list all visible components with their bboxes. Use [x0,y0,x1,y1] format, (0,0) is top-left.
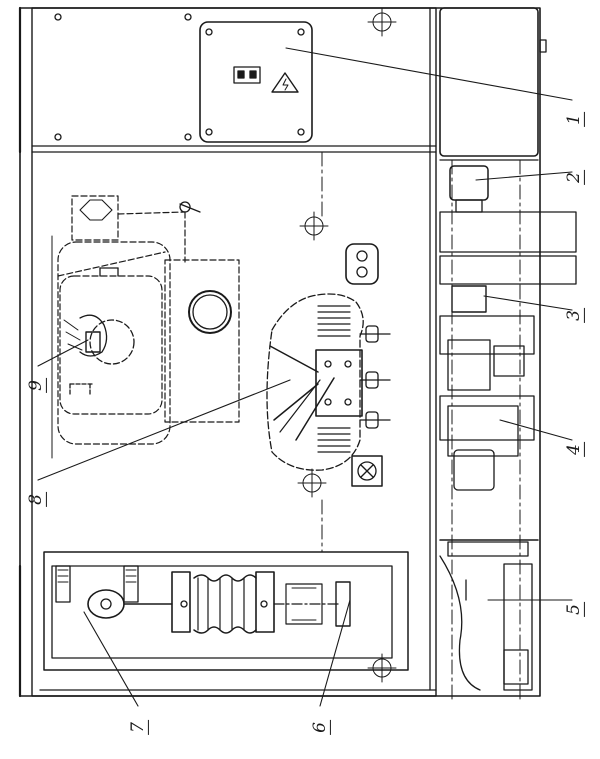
callout-4: 4 [563,442,585,457]
callout-2: 2 [563,170,585,185]
terminal-junction [266,243,391,487]
callout-7: 7 [127,720,149,735]
center-marks [297,7,397,683]
callout-6: 6 [309,720,331,735]
callout-leaders [37,47,573,707]
right-drive-assembly [439,7,577,701]
callout-1: 1 [563,112,585,127]
electrical-panel [54,13,313,143]
main-frame [18,6,541,698]
motor-details [51,199,232,459]
callout-5: 5 [563,602,585,617]
callout-9: 9 [25,378,47,393]
motor-assembly [57,195,240,445]
callout-3: 3 [563,308,585,323]
spring-unit [43,551,409,671]
callout-8: 8 [25,492,47,507]
